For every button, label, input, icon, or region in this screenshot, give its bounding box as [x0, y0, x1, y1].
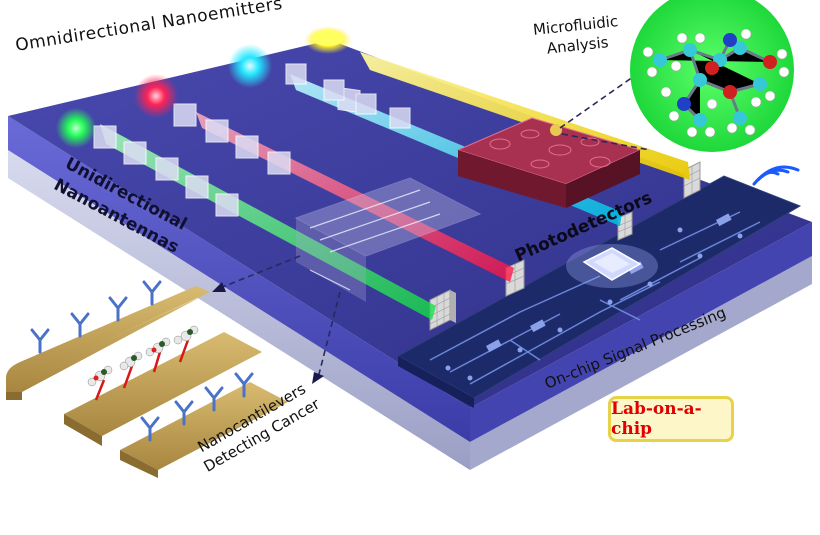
cyan-emitter — [228, 44, 272, 88]
cyan-antenna-row — [285, 63, 411, 129]
molecule-icon — [630, 0, 794, 152]
photodetector-wall-3 — [617, 211, 633, 241]
photodetector-wall-1 — [429, 289, 456, 331]
signal-processing-board — [396, 175, 802, 408]
processor-chip-icon — [566, 244, 658, 288]
lab-on-a-chip-badge: Lab-on-a-chip — [608, 396, 734, 442]
arrowhead-2 — [312, 372, 324, 384]
leader-lines — [219, 71, 651, 379]
cantilever-3 — [120, 382, 288, 478]
green-emitter — [56, 108, 96, 148]
cantilever-2 — [64, 332, 262, 446]
arrowhead-1 — [212, 282, 226, 292]
nanocantilevers — [6, 280, 288, 478]
antibody-icons — [30, 280, 254, 442]
chip-substrate — [8, 150, 812, 470]
wifi-signal-icon — [752, 165, 800, 186]
red-emitter — [134, 74, 178, 118]
cantilever-array-slide — [294, 177, 482, 302]
binding-links — [94, 339, 190, 401]
cantilever-1 — [6, 286, 210, 400]
red-antenna-row — [173, 103, 291, 175]
green-beam — [100, 124, 436, 320]
badge-text: Lab-on-a-chip — [611, 399, 702, 439]
nanoantenna-cubes — [93, 63, 411, 217]
microfluidic-chamber — [456, 117, 642, 208]
nanoemitters — [56, 26, 352, 148]
green-antenna-row — [93, 125, 239, 217]
captured-molecules — [87, 325, 199, 387]
